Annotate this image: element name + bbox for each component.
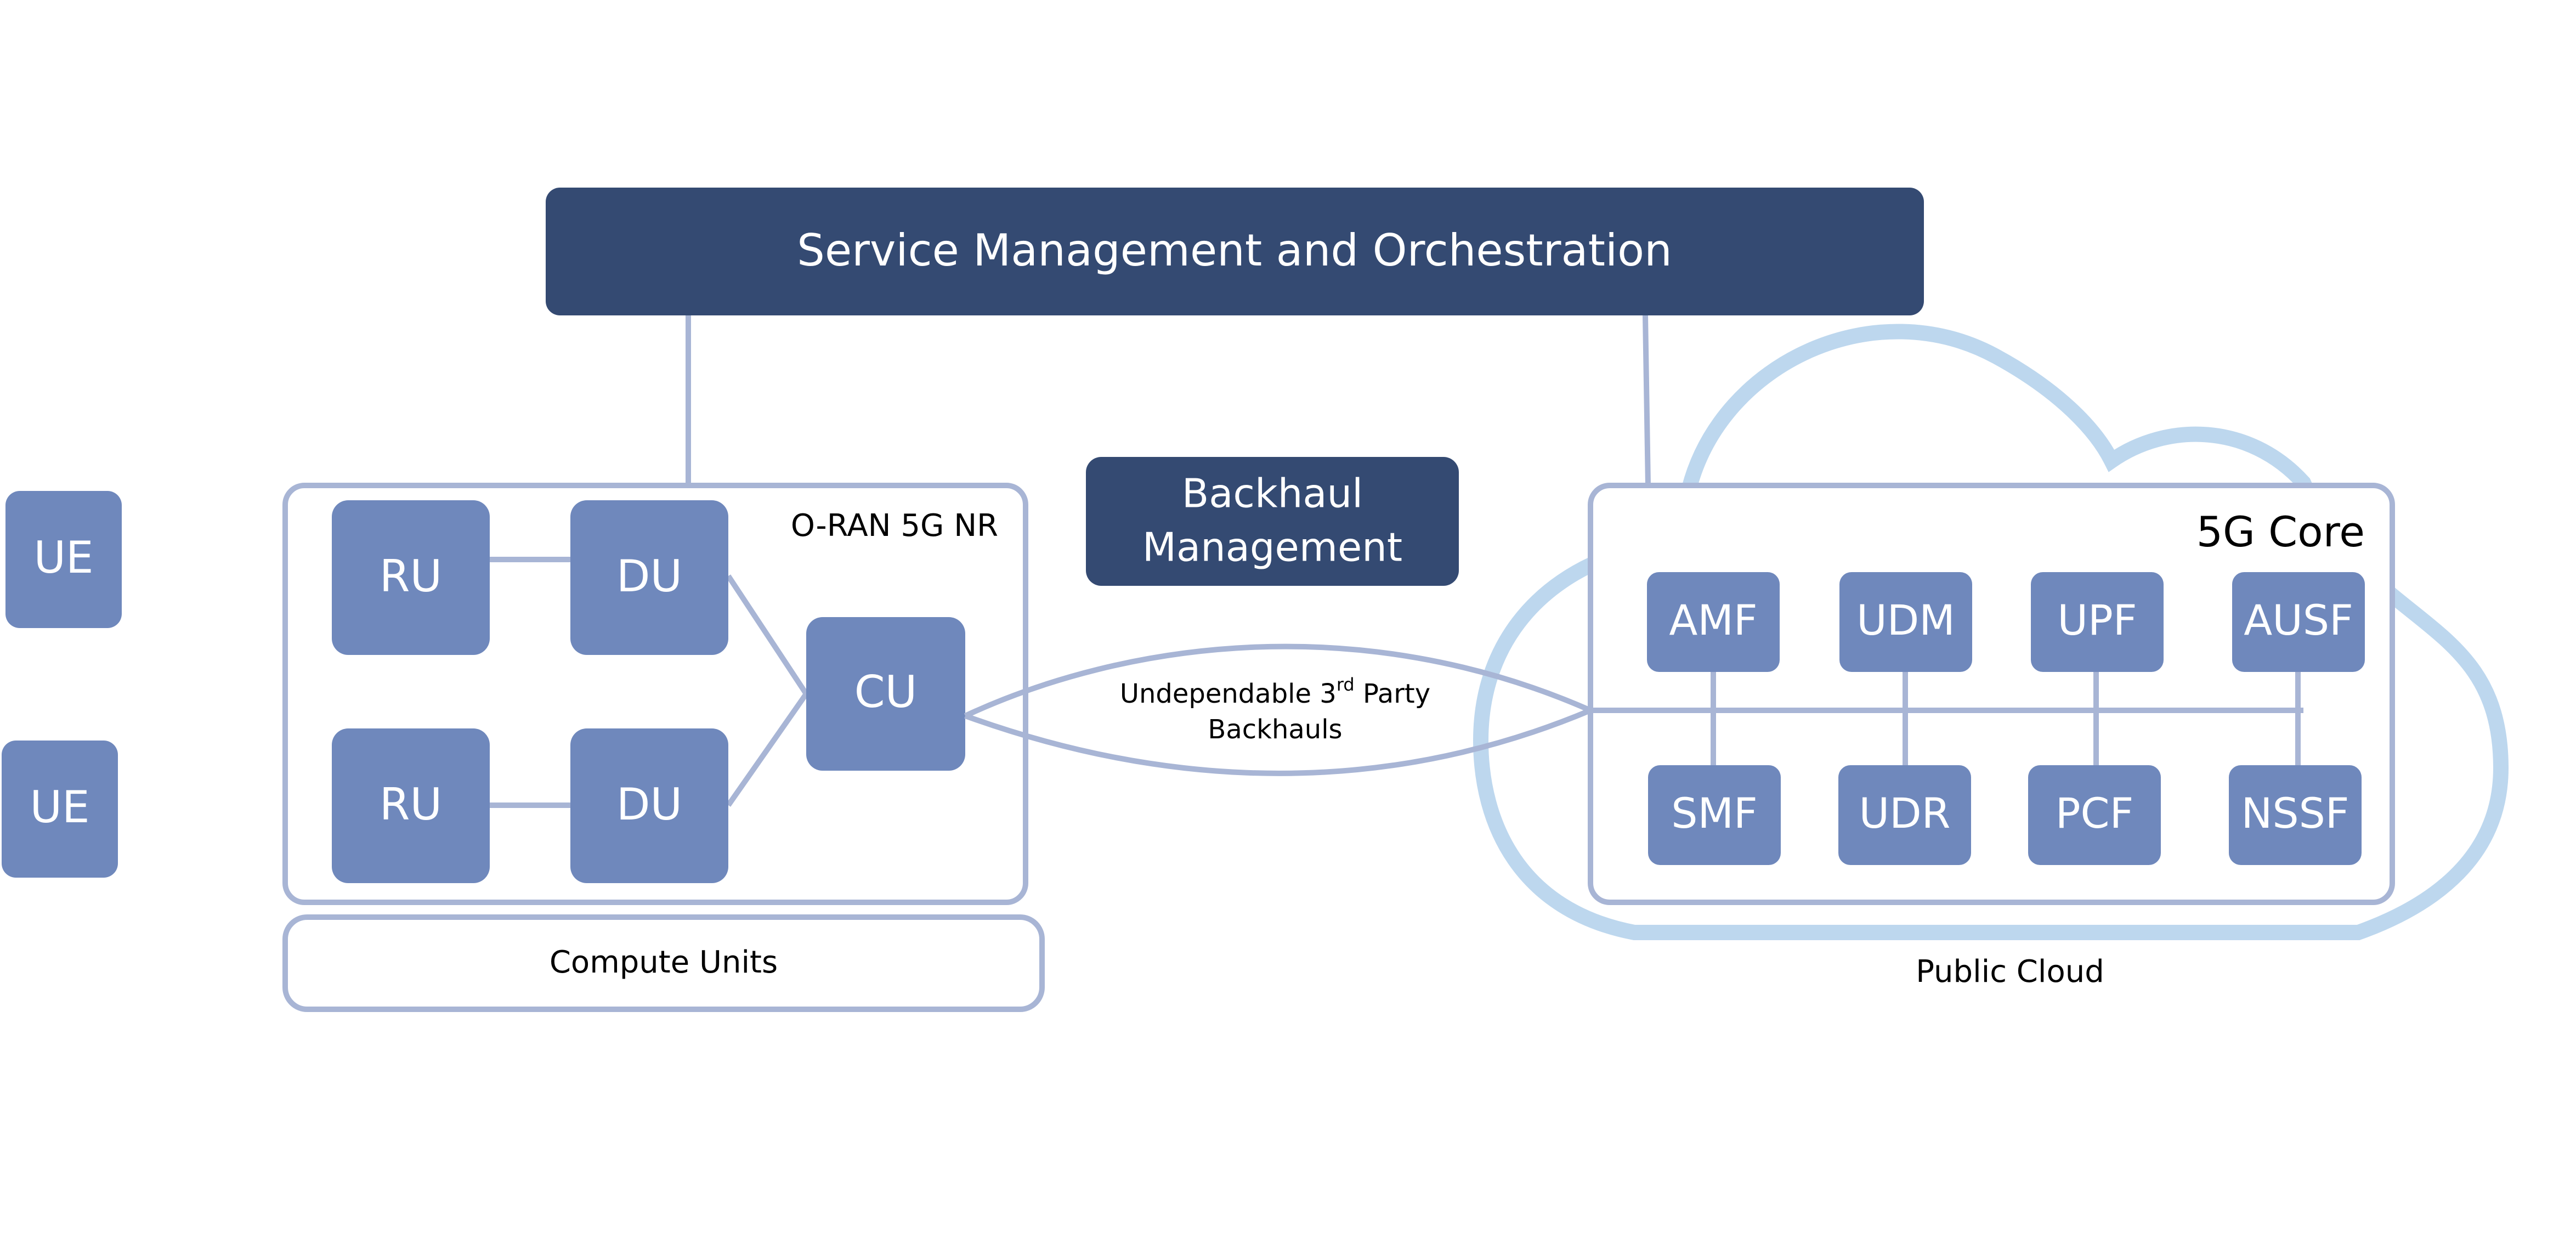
smf-label: SMF — [1671, 789, 1758, 838]
udr-label: UDR — [1859, 789, 1951, 838]
compute-units-box — [282, 914, 1045, 1012]
public-cloud-shape — [1473, 324, 2509, 940]
backhaul-management-label-line2: Management — [1142, 524, 1402, 570]
udm-node[interactable] — [1839, 572, 1972, 672]
ru-label-1: RU — [380, 551, 442, 602]
du-label-1: DU — [616, 551, 682, 602]
pcf-label: PCF — [2056, 789, 2134, 838]
ue-label-1: UE — [33, 532, 93, 583]
backhaul-link-lower — [964, 708, 1592, 776]
ru-node-2[interactable] — [332, 728, 490, 883]
du1-cu-link — [726, 574, 809, 696]
backhaul-label-superscript: rd — [1337, 674, 1355, 695]
nssf-label: NSSF — [2241, 789, 2349, 838]
oran-label: O-RAN 5G NR — [791, 508, 998, 544]
du2-cu-link — [726, 692, 809, 807]
amf-node[interactable] — [1647, 572, 1780, 672]
backhaul-link-upper — [964, 643, 1592, 719]
upf-label: UPF — [2057, 596, 2137, 645]
pcf-node[interactable] — [2028, 765, 2161, 865]
core-container — [1588, 483, 2395, 905]
smo-to-core-connector — [1643, 315, 1651, 486]
du-node-1[interactable] — [570, 500, 728, 655]
upf-node[interactable] — [2031, 572, 2164, 672]
ru-node-1[interactable] — [332, 500, 490, 655]
backhaul-label-line2: Backhauls — [1208, 714, 1342, 745]
smo-title: Service Management and Orchestration — [797, 225, 1672, 276]
amf-label: AMF — [1669, 596, 1757, 645]
core-label: 5G Core — [2196, 507, 2365, 556]
smo-bar[interactable] — [546, 188, 1924, 315]
udr-node[interactable] — [1838, 765, 1971, 865]
ausf-node[interactable] — [2232, 572, 2365, 672]
ausf-label: AUSF — [2244, 596, 2353, 645]
cu-node[interactable] — [806, 617, 965, 771]
nssf-node[interactable] — [2229, 765, 2362, 865]
backhaul-label-line1: Undependable 3rd Party — [1120, 674, 1430, 709]
ue-label-2: UE — [30, 782, 89, 833]
ue-node-1[interactable] — [5, 491, 122, 628]
du-node-2[interactable] — [570, 728, 728, 883]
du-label-2: DU — [616, 779, 682, 830]
backhaul-management-label-line1: Backhaul — [1182, 471, 1363, 517]
ue-node-2[interactable] — [2, 741, 118, 878]
compute-units-label: Compute Units — [550, 945, 778, 980]
udm-label: UDM — [1856, 596, 1955, 645]
backhaul-management-box[interactable] — [1086, 457, 1459, 586]
ru-label-2: RU — [380, 779, 442, 830]
backhaul-label-prefix: Undependable 3 — [1120, 679, 1337, 709]
cu-label: CU — [854, 666, 917, 717]
backhaul-label-suffix: Party — [1355, 679, 1430, 709]
smf-node[interactable] — [1648, 765, 1781, 865]
public-cloud-label: Public Cloud — [1916, 954, 2104, 990]
